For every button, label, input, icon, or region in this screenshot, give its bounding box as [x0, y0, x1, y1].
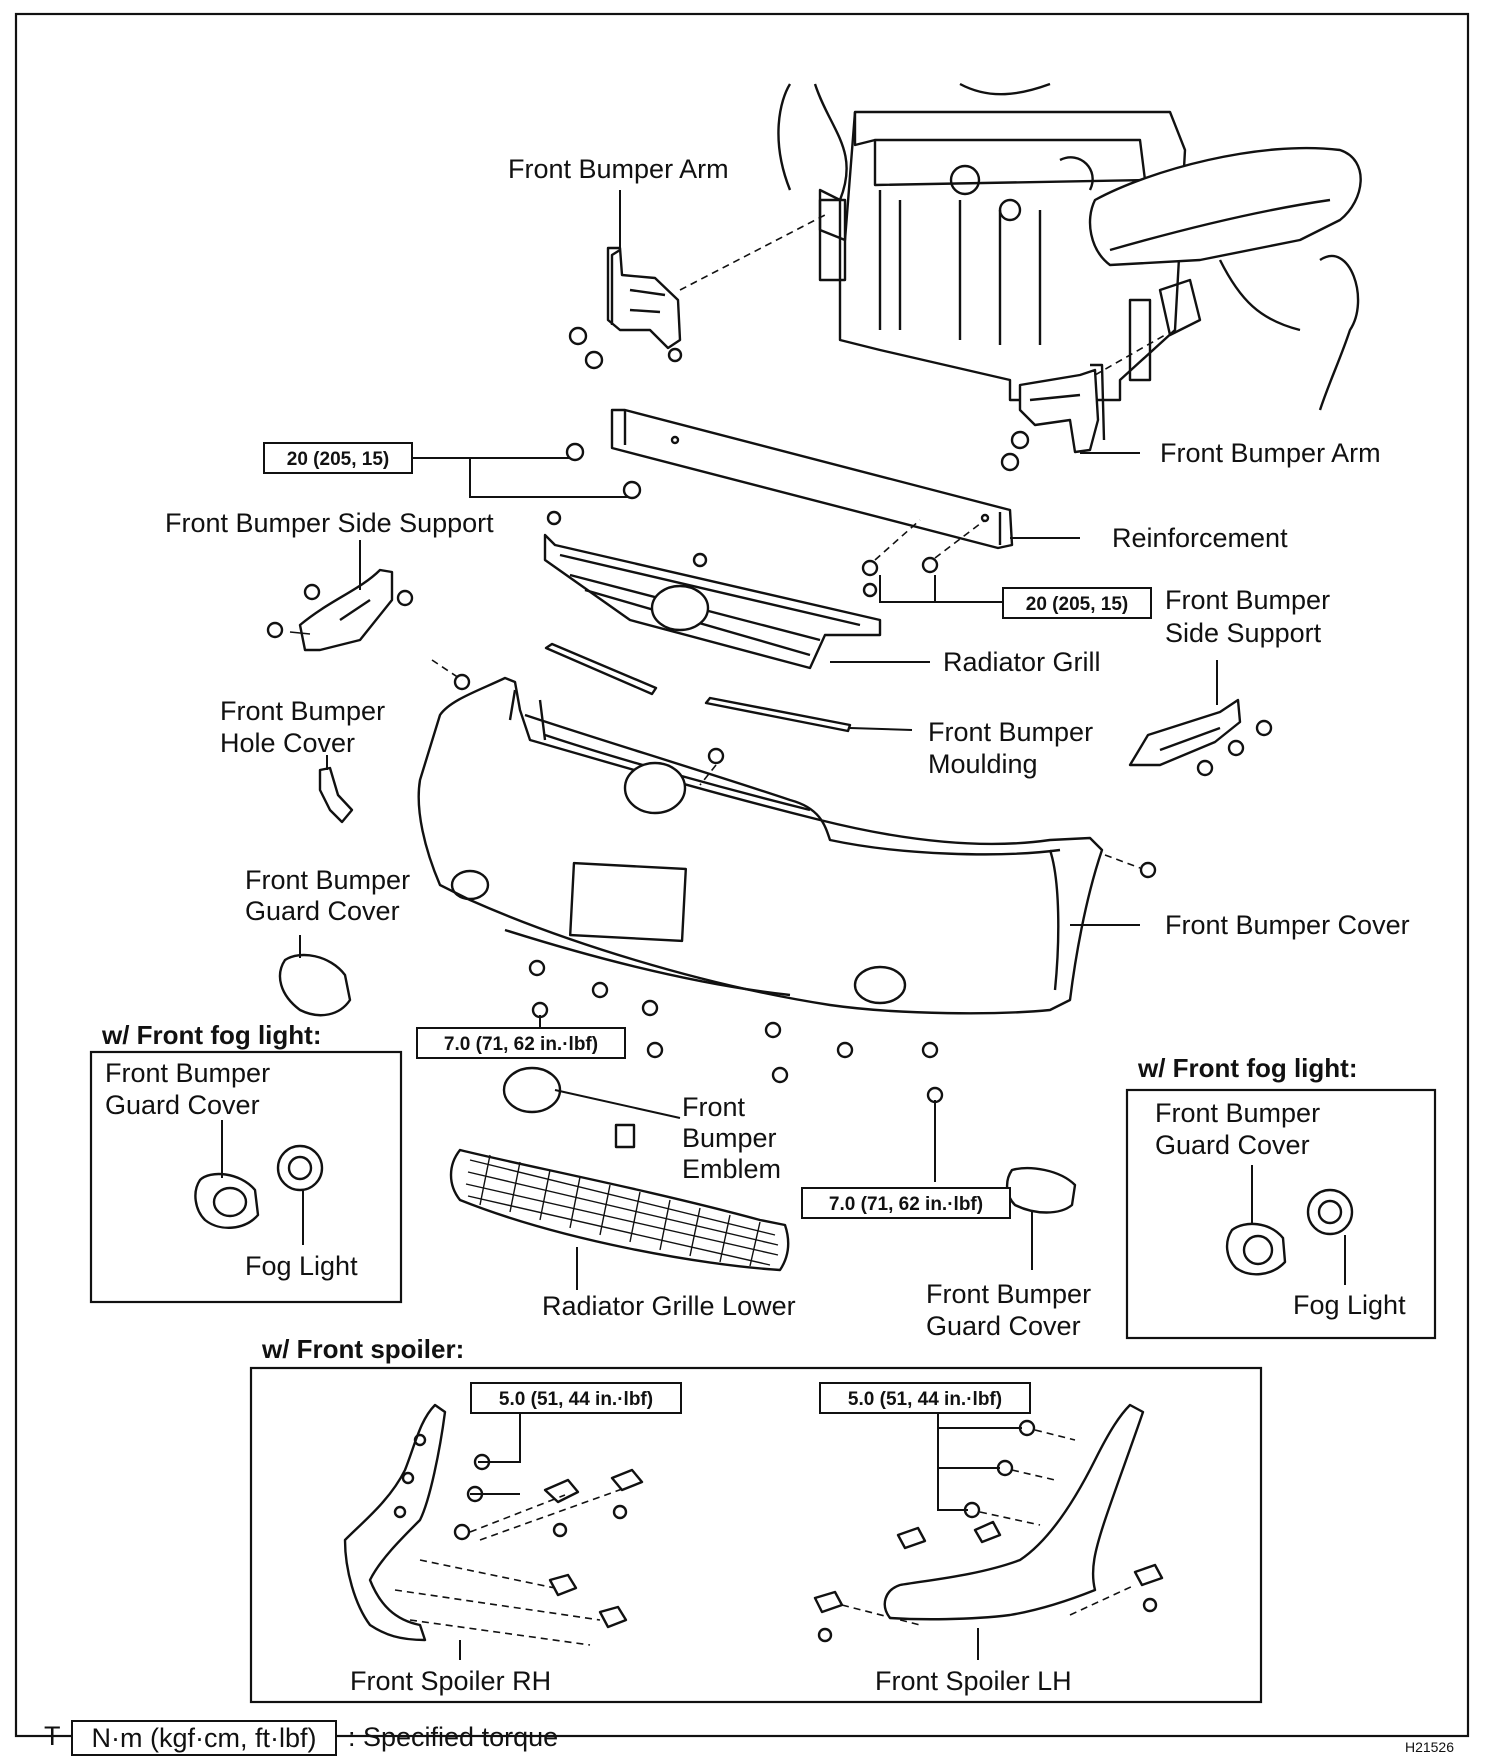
- dash-arm-right: [1094, 334, 1166, 376]
- side-support-right-drawing: [1128, 698, 1273, 777]
- leader-moulding: [849, 727, 913, 731]
- label-moulding-1: Front Bumper: [928, 717, 1093, 747]
- fog-left-light: Fog Light: [245, 1251, 358, 1281]
- fog-left-box: [89, 1050, 403, 1304]
- fog-right-box: [1125, 1088, 1437, 1340]
- torque-spoiler-lh: 5.0 (51, 44 in.·lbf): [848, 1389, 1002, 1410]
- spoiler-lh-drawing: [813, 1403, 1164, 1643]
- label-grille-lower: Radiator Grille Lower: [542, 1291, 796, 1321]
- torque-reinforcement-right: 20 (205, 15): [1026, 594, 1128, 615]
- label-side-support-right-1: Front Bumper: [1165, 585, 1330, 615]
- leader-spoiler-rh-torque: [470, 1400, 521, 1495]
- radiator-grille-lower-drawing: [449, 1148, 790, 1272]
- label-guard-cover-upper-2: Guard Cover: [245, 896, 400, 926]
- torque-spoiler-rh: 5.0 (51, 44 in.·lbf): [499, 1389, 653, 1410]
- label-guard-cover-upper-1: Front Bumper: [245, 865, 410, 895]
- spoiler-rh-dashes: [394, 1487, 626, 1646]
- fog-right-guard-1: Front Bumper: [1155, 1098, 1320, 1128]
- front-bumper-arm-right-drawing: [1000, 363, 1106, 472]
- spoiler-rh-drawing: [343, 1403, 644, 1642]
- front-bumper-cover-drawing: [417, 673, 1157, 1015]
- fog-right-guard-2: Guard Cover: [1155, 1130, 1310, 1160]
- dash-reinforce-2: [934, 519, 986, 559]
- fog-left-guard-1: Front Bumper: [105, 1058, 270, 1088]
- label-front-bumper-arm-top: Front Bumper Arm: [508, 154, 729, 184]
- spoiler-lh-dashes: [841, 1429, 1136, 1626]
- fog-left-parts-drawing: [194, 1144, 324, 1229]
- spoiler-box: [249, 1366, 1263, 1704]
- label-reinforcement: Reinforcement: [1112, 523, 1288, 553]
- dash-arm-left: [679, 214, 826, 291]
- label-spoiler-lh: Front Spoiler LH: [875, 1666, 1072, 1696]
- label-guard-cover-lower-2: Guard Cover: [926, 1311, 1081, 1341]
- legend-text: : Specified torque: [348, 1722, 558, 1752]
- label-side-support-right-2: Side Support: [1165, 618, 1322, 648]
- reinforcement-drawing: [565, 408, 1014, 550]
- fog-right-light: Fog Light: [1293, 1290, 1406, 1320]
- fog-right-parts-drawing: [1225, 1188, 1354, 1276]
- moulding-drawing: [544, 642, 852, 733]
- bolt-reinforce-2: [921, 556, 939, 574]
- dash-cover-2: [699, 764, 717, 786]
- guard-cover-lower-drawing: [1005, 1166, 1077, 1214]
- bolt-reinforce-1: [861, 559, 879, 577]
- label-radiator-grill: Radiator Grill: [943, 647, 1101, 677]
- torque-box-spoiler-lh: [819, 1382, 1031, 1414]
- bumper-fasteners-drawing: [528, 959, 944, 1104]
- guard-cover-center-drawing: [502, 1066, 562, 1114]
- dash-reinforce-1: [874, 519, 921, 561]
- label-emblem-1: Front: [682, 1092, 746, 1122]
- label-hole-cover-1: Front Bumper: [220, 696, 385, 726]
- dash-cover-1: [431, 659, 463, 681]
- legend-unit-box: [71, 1720, 337, 1756]
- side-support-left-drawing: [266, 568, 414, 652]
- label-emblem-2: Bumper: [682, 1123, 777, 1153]
- radiator-grill-drawing: [543, 510, 882, 670]
- spoiler-header: w/ Front spoiler:: [261, 1334, 464, 1364]
- label-spoiler-rh: Front Spoiler RH: [350, 1666, 551, 1696]
- fog-left-guard-2: Guard Cover: [105, 1090, 260, 1120]
- torque-box-cover-left: [416, 1027, 626, 1059]
- leader-spoiler-lh-torque: [937, 1400, 1022, 1511]
- label-emblem-3: Emblem: [682, 1154, 781, 1184]
- hole-cover-drawing: [318, 766, 354, 824]
- legend-prefix: T: [44, 1721, 61, 1751]
- torque-box-reinforcement-right: [1002, 587, 1152, 619]
- label-hole-cover-2: Hole Cover: [220, 728, 355, 758]
- fog-left-header: w/ Front fog light:: [101, 1020, 322, 1050]
- radiator-support-drawing: [777, 82, 1362, 411]
- dash-cover-3: [1104, 854, 1141, 869]
- label-moulding-2: Moulding: [928, 749, 1038, 779]
- leader-torque-left: [412, 457, 628, 498]
- front-bumper-arm-left-drawing: [568, 246, 683, 370]
- diagram-border: [14, 12, 1470, 1738]
- fog-right-header: w/ Front fog light:: [1137, 1053, 1358, 1083]
- torque-cover-right: 7.0 (71, 62 in.·lbf): [829, 1194, 983, 1215]
- torque-cover-left: 7.0 (71, 62 in.·lbf): [444, 1034, 598, 1055]
- figure-code: H21526: [1405, 1739, 1454, 1755]
- label-guard-cover-lower-1: Front Bumper: [926, 1279, 1091, 1309]
- torque-box-cover-right: [801, 1187, 1011, 1219]
- torque-box-reinforcement-left: [263, 442, 413, 474]
- torque-reinforcement-left: 20 (205, 15): [287, 449, 389, 470]
- label-front-bumper-arm-right: Front Bumper Arm: [1160, 438, 1381, 468]
- leader-emblem: [554, 1089, 681, 1119]
- legend-unit: N·m (kgf·cm, ft·lbf): [92, 1723, 317, 1753]
- label-bumper-cover: Front Bumper Cover: [1165, 910, 1410, 940]
- guard-cover-upper-drawing: [278, 953, 352, 1017]
- leader-torque-right: [879, 575, 1003, 603]
- label-side-support-left: Front Bumper Side Support: [165, 508, 494, 538]
- torque-box-spoiler-rh: [470, 1382, 682, 1414]
- emblem-drawing: [614, 1123, 636, 1149]
